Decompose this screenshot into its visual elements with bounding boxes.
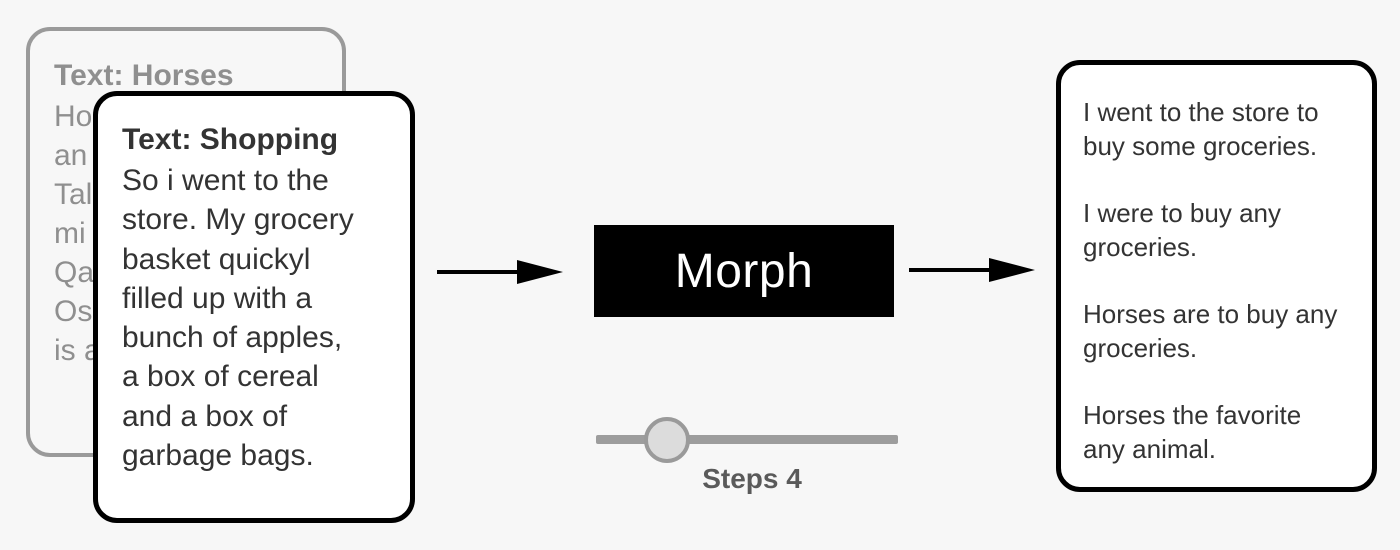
- card-line: filled up with a: [122, 281, 313, 315]
- output-paragraph: Horses are to buy any groceries.: [1083, 297, 1360, 365]
- card-line: bunch of apples,: [122, 321, 343, 355]
- output-paragraph: Horses the favorite any animal.: [1083, 398, 1360, 466]
- card-line: Tal: [54, 178, 93, 211]
- steps-slider-track[interactable]: [596, 435, 898, 444]
- card-line: an: [54, 139, 88, 172]
- output-paragraph: I were to buy any groceries.: [1083, 196, 1360, 264]
- output-line: groceries.: [1083, 232, 1198, 262]
- output-paragraph: I went to the store to buy some grocerie…: [1083, 95, 1360, 163]
- card-text-horses: Ho an Tal mi Qa Os is a: [54, 97, 320, 370]
- morph-label: Morph: [674, 244, 814, 298]
- output-line: I were to buy any: [1083, 198, 1281, 228]
- card-title-horses: Text: Horses: [54, 59, 234, 92]
- card-line: So i went to the: [122, 164, 329, 197]
- input-card-shopping: Text: Shopping So i went to the store. M…: [93, 91, 415, 523]
- card-line: a box of cereal: [122, 360, 319, 394]
- card-line: Qa: [54, 256, 95, 289]
- output-line: Horses the favorite: [1083, 400, 1302, 430]
- output-line: buy some groceries.: [1083, 131, 1318, 161]
- output-line: groceries.: [1083, 333, 1198, 363]
- arrow-right-icon: [437, 260, 563, 284]
- card-line: garbage bags.: [122, 439, 314, 473]
- output-line: Horses are to buy any: [1083, 299, 1338, 329]
- card-line: is a: [54, 334, 101, 367]
- card-text-shopping: So i went to the store. My grocery baske…: [122, 161, 390, 475]
- card-line: store. My grocery: [122, 203, 354, 237]
- card-title-shopping: Text: Shopping: [122, 123, 339, 156]
- output-card: I went to the store to buy some grocerie…: [1056, 60, 1377, 492]
- card-line: mi: [54, 217, 86, 250]
- morph-box: Morph: [594, 225, 894, 317]
- steps-slider-thumb[interactable]: [644, 417, 690, 463]
- card-line: and a box of: [122, 399, 288, 433]
- card-line: Os: [54, 295, 93, 328]
- output-line: I went to the store to: [1083, 97, 1319, 127]
- card-line: Ho: [54, 100, 93, 133]
- card-line: basket quickyl: [122, 242, 311, 276]
- output-line: any animal.: [1083, 434, 1216, 464]
- arrow-right-icon: [909, 258, 1035, 282]
- steps-label: Steps 4: [702, 463, 802, 494]
